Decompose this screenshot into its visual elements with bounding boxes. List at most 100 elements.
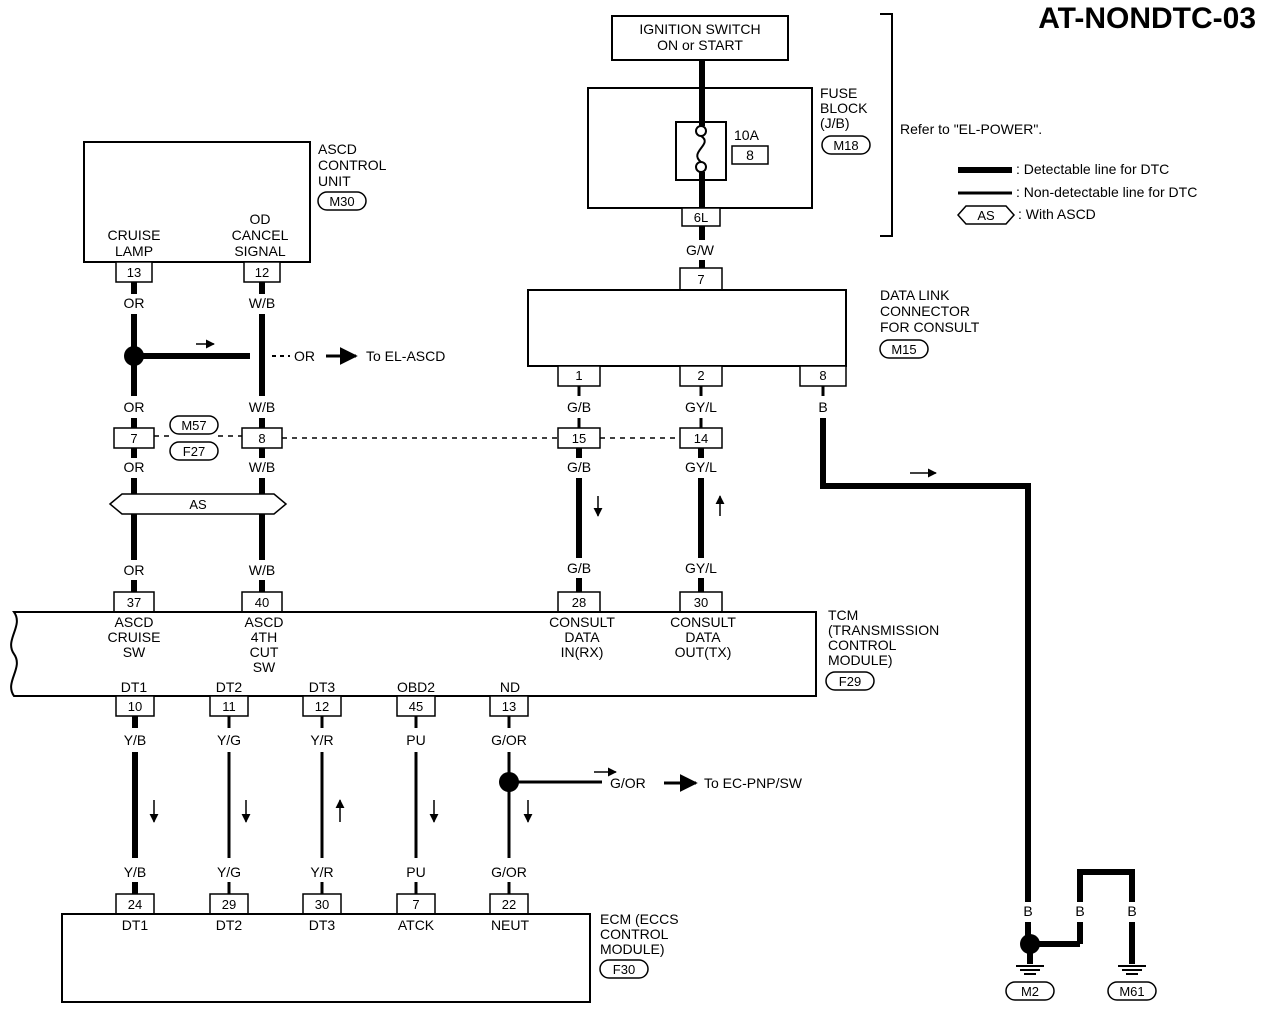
ascd-4th-cut-2: 4TH (251, 629, 277, 645)
page-title: AT-NONDTC-03 (1038, 2, 1256, 35)
as-tag (108, 493, 288, 515)
wire-gw: G/W (686, 242, 715, 258)
ecm-terminal-29: 29 (222, 897, 236, 912)
ground-m2: M2 (1021, 984, 1039, 999)
od-cancel-2: CANCEL (232, 227, 289, 243)
wire-gyl-2: GY/L (685, 459, 717, 475)
wire-b-1: B (818, 399, 827, 415)
ecm-label-1: ECM (ECCS (600, 911, 679, 927)
tcm-dt2: DT2 (216, 679, 243, 695)
wire-gb-1: G/B (567, 399, 591, 415)
ascd-cruise-sw-3: SW (123, 644, 146, 660)
wire-yg-1: Y/G (217, 732, 241, 748)
ecm-terminal-24: 24 (128, 897, 142, 912)
tcm-obd2: OBD2 (397, 679, 435, 695)
ground-m61: M61 (1119, 984, 1144, 999)
dlc-id: M15 (891, 342, 916, 357)
wire-yr-2: Y/R (310, 864, 333, 880)
wire-or-1: OR (124, 295, 145, 311)
mid-terminal-7: 7 (130, 431, 137, 446)
mid-terminal-8: 8 (258, 431, 265, 446)
ignition-switch: IGNITION SWITCH ON or START (611, 15, 789, 61)
tcm-id: F29 (839, 674, 861, 689)
mid-terminal-15: 15 (572, 431, 586, 446)
fuse-block-label-3: (J/B) (820, 115, 850, 131)
legend-as-tag: AS (977, 208, 995, 223)
tcm-terminal-30: 30 (694, 595, 708, 610)
refer-el-power: Refer to "EL-POWER". (900, 121, 1042, 137)
tcm-dt1: DT1 (121, 679, 148, 695)
tcm-nd: ND (500, 679, 520, 695)
ecm-id: F30 (613, 962, 635, 977)
as-label: AS (189, 497, 207, 512)
tcm-dt3: DT3 (309, 679, 336, 695)
fuse-out-terminal: 6L (694, 210, 708, 225)
fuse-block-label-1: FUSE (820, 85, 857, 101)
tcm-terminal-10: 10 (128, 699, 142, 714)
wire-wb-4: W/B (249, 562, 275, 578)
tcm-terminal-13: 13 (502, 699, 516, 714)
ascd-control-unit: ASCD CONTROL UNIT M30 CRUISE LAMP OD CAN… (83, 141, 387, 263)
fuse-amp: 10A (734, 127, 760, 143)
consult-in-2: DATA (564, 629, 600, 645)
ground-icon (1118, 965, 1146, 975)
ascd-cruise-sw-1: ASCD (115, 614, 154, 630)
ascd-4th-cut-3: CUT (250, 644, 279, 660)
wire-yb-2: Y/B (124, 864, 147, 880)
wire-gor-2: G/OR (491, 864, 527, 880)
wire-b-2: B (1023, 903, 1032, 919)
fuse-bracket (880, 13, 893, 237)
wire-pu-1: PU (406, 732, 425, 748)
consult-in-1: CONSULT (549, 614, 615, 630)
dlc-label-1: DATA LINK (880, 287, 950, 303)
wire-or-3: OR (124, 459, 145, 475)
fuse-block-label-2: BLOCK (820, 100, 868, 116)
tcm-terminal-11: 11 (222, 699, 236, 714)
wire-wb-2: W/B (249, 399, 275, 415)
fuse-icon (696, 135, 706, 163)
tcm-module: TCM (TRANSMISSION CONTROL MODULE) F29 AS… (10, 607, 939, 697)
wire-wb-1: W/B (249, 295, 275, 311)
wire-pu-2: PU (406, 864, 425, 880)
wire-gor-ext: G/OR (610, 775, 646, 791)
tcm-terminal-28: 28 (572, 595, 586, 610)
to-el-ascd: To EL-ASCD (366, 348, 445, 364)
ascd-4th-cut-4: SW (253, 659, 276, 675)
data-link-connector: DATA LINK CONNECTOR FOR CONSULT M15 (527, 287, 980, 367)
wire-b-4: B (1127, 903, 1136, 919)
legend: : Detectable line for DTC : Non-detectab… (956, 161, 1197, 225)
ecm-terminal-30: 30 (315, 897, 329, 912)
dlc-label-3: FOR CONSULT (880, 319, 980, 335)
ecm-neut: NEUT (491, 917, 530, 933)
tcm-terminal-12: 12 (315, 699, 329, 714)
ascd-cruise-sw-2: CRUISE (108, 629, 161, 645)
consult-out-1: CONSULT (670, 614, 736, 630)
mid-conn-m57: M57 (181, 418, 206, 433)
tcm-terminal-37: 37 (127, 595, 141, 610)
wire-or-2: OR (124, 399, 145, 415)
ignition-label-2: ON or START (657, 37, 743, 53)
ascd-terminal-13: 13 (127, 265, 141, 280)
wire-or-ext: OR (294, 348, 315, 364)
wire-gor-1: G/OR (491, 732, 527, 748)
ecm-module: DT1 DT2 DT3 ATCK NEUT ECM (ECCS CONTROL … (61, 911, 679, 1003)
dlc-terminal-8: 8 (819, 368, 826, 383)
mid-conn-f27: F27 (183, 444, 205, 459)
consult-in-3: IN(RX) (561, 644, 604, 660)
legend-detectable: : Detectable line for DTC (1016, 161, 1169, 177)
ascd-label-1: ASCD (318, 141, 357, 157)
od-cancel-3: SIGNAL (234, 243, 286, 259)
fuse-block-id: M18 (833, 138, 858, 153)
legend-with-ascd: : With ASCD (1018, 206, 1096, 222)
ecm-dt3: DT3 (309, 917, 336, 933)
tcm-label-1: TCM (828, 607, 858, 623)
tcm-terminal-45: 45 (409, 699, 423, 714)
consult-out-2: DATA (685, 629, 721, 645)
cruise-lamp-1: CRUISE (108, 227, 161, 243)
to-ec-pnp: To EC-PNP/SW (704, 775, 803, 791)
dlc-terminal-2: 2 (697, 368, 704, 383)
ground-section: B B B M2 M61 (1005, 869, 1157, 1001)
tcm-label-3: CONTROL (828, 637, 897, 653)
od-cancel-1: OD (250, 211, 271, 227)
wire-group-lower: Y/B Y/B Y/G Y/G Y/R Y/R PU PU G/OR G/OR … (124, 716, 803, 894)
